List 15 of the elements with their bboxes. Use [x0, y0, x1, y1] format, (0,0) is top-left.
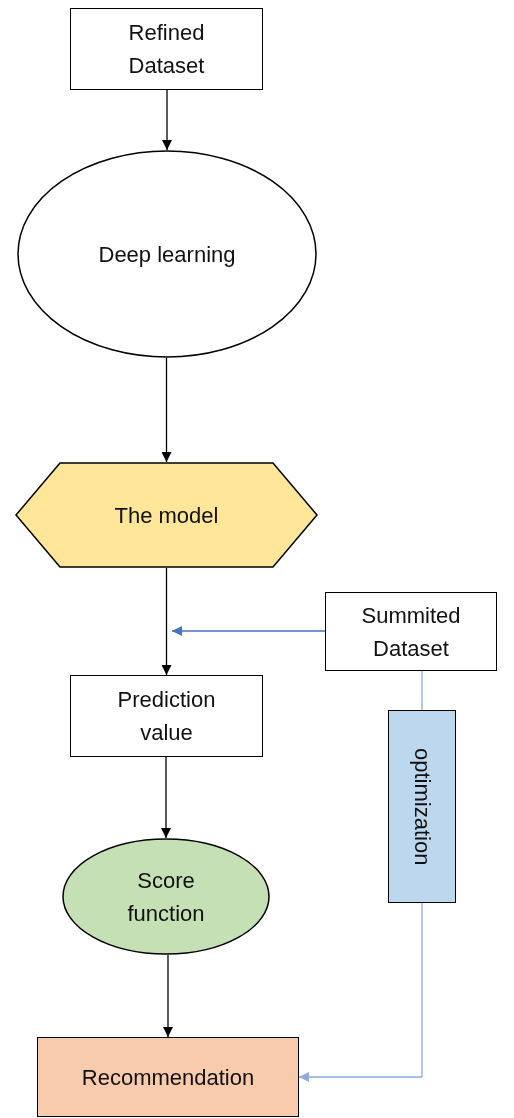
arrow [171, 626, 326, 636]
arrow [162, 89, 172, 151]
ellipse-node: Score function [62, 838, 270, 955]
arrow [298, 902, 423, 1082]
process-box: Refined Dataset [70, 8, 263, 90]
process-box: Prediction value [70, 675, 263, 757]
process-box: Recommendation [37, 1037, 299, 1117]
arrow [161, 357, 172, 463]
process-box: Summited Dataset [325, 592, 497, 671]
ellipse-node: Deep learning [17, 150, 317, 358]
arrow [161, 756, 171, 839]
vertical-label-box: optimization [388, 710, 456, 903]
hexagon-node: The model [15, 462, 318, 568]
arrow [163, 954, 173, 1038]
arrow [161, 567, 172, 676]
